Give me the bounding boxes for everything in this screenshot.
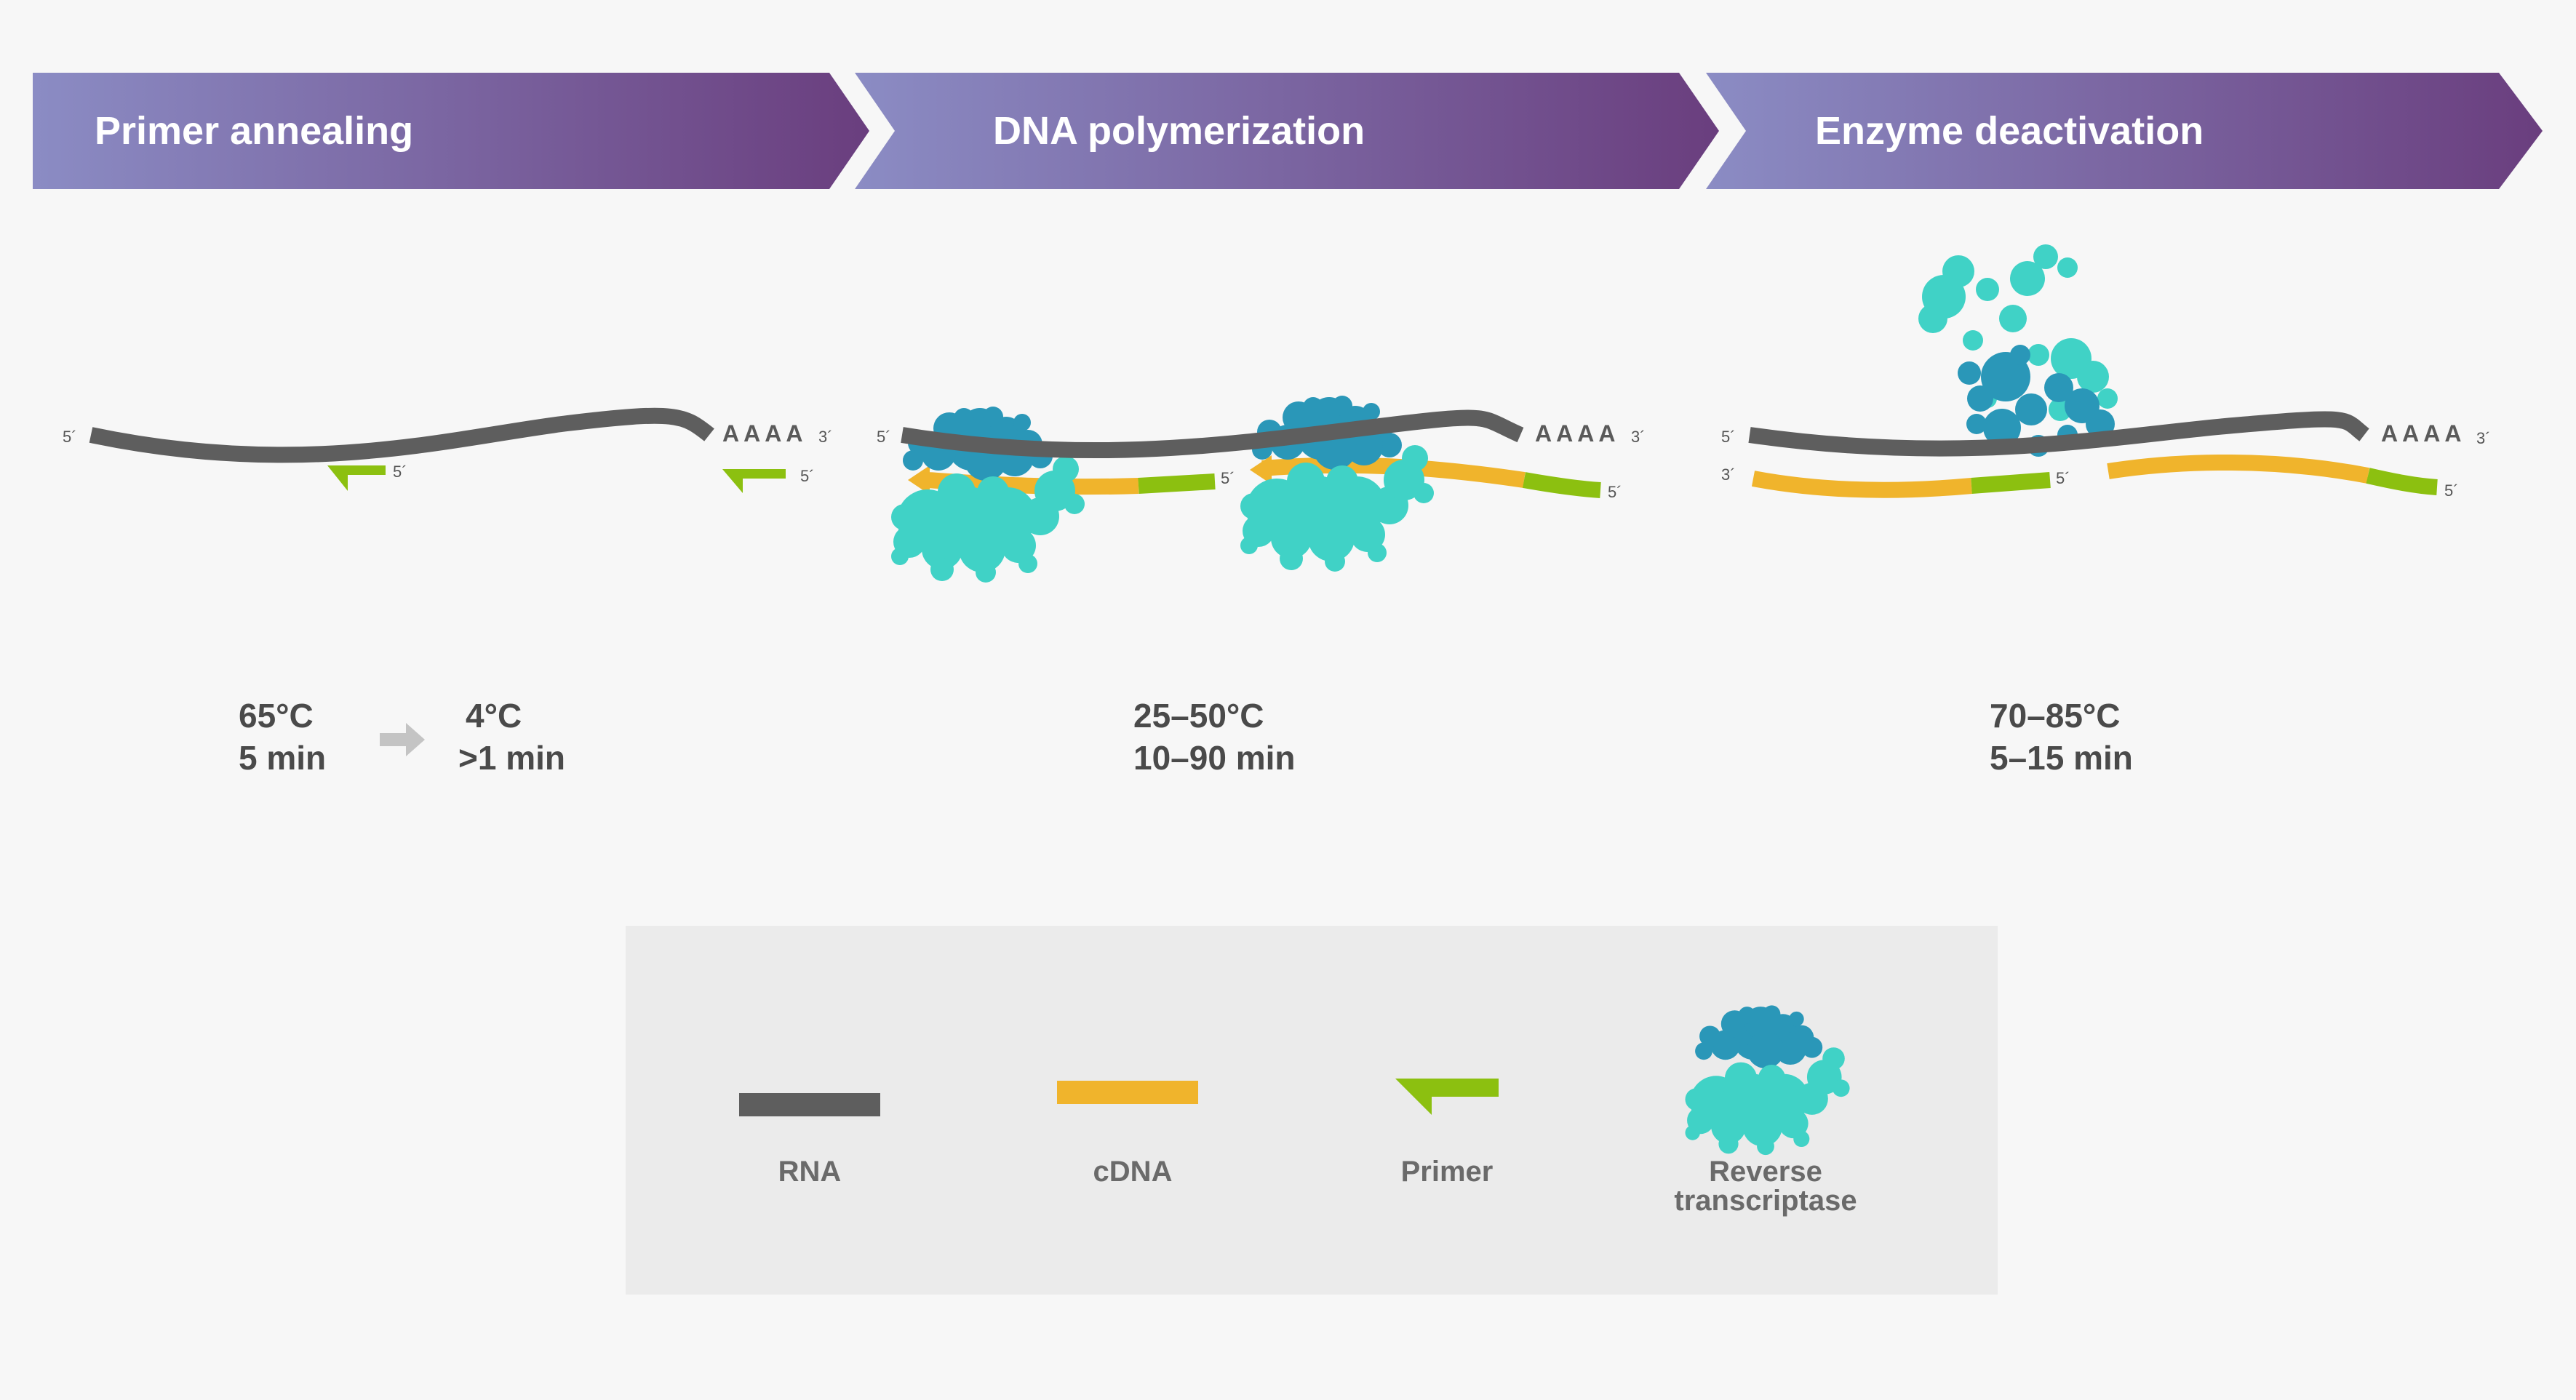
step-1-time-a: 5 min xyxy=(239,739,326,777)
cdna-strand-3b xyxy=(2107,454,2370,484)
step-1-temp-b: 4°C xyxy=(466,697,522,735)
cdna-arrowhead-right xyxy=(1250,455,1272,484)
rna2-3prime-label: 3´ xyxy=(1631,428,1646,446)
step-banners: Primer annealing DNA polymerization Enzy… xyxy=(33,73,2543,189)
legend: RNA cDNA Primer Reverse transcriptase xyxy=(626,926,1998,1295)
step-2-temp: 25–50°C xyxy=(1133,697,1264,735)
step-3-title: Enzyme deactivation xyxy=(1815,109,2204,153)
legend-cdna-swatch xyxy=(1057,1081,1198,1104)
step-3-time: 5–15 min xyxy=(1990,739,2133,777)
cdna-primer-3a xyxy=(1971,472,2051,494)
poly-a-tail: AAAA xyxy=(722,420,807,447)
rna2-5prime-label: 5´ xyxy=(877,428,891,446)
cdna-arrowhead-left xyxy=(908,465,930,495)
legend-primer-label: Primer xyxy=(1401,1156,1494,1188)
cdna-strand-3a xyxy=(1751,471,1972,498)
rna-strand-2 xyxy=(901,409,1524,459)
primer-annealed xyxy=(722,469,786,493)
step-1-temp-a: 65°C xyxy=(239,697,314,735)
cdna-left-5prime: 5´ xyxy=(1221,469,1235,487)
panel-enzyme-deactivation: 5´ AAAA 3´ 3´ 5´ 5´ xyxy=(1721,244,2491,500)
deactivated-enzyme xyxy=(1918,244,2118,457)
legend-rna-label: RNA xyxy=(778,1156,842,1188)
rna-strand xyxy=(89,407,714,463)
poly-a-tail-3: AAAA xyxy=(2381,420,2465,447)
banner-enzyme-deactivation xyxy=(1706,73,2543,189)
cdna-primer-3b xyxy=(2366,468,2438,495)
legend-cdna-label: cDNA xyxy=(1093,1156,1173,1188)
legend-primer-icon xyxy=(1395,1079,1499,1115)
step-1-title: Primer annealing xyxy=(95,109,413,153)
panel-primer-annealing: 5´ AAAA 3´ 5´ 5´ xyxy=(63,407,833,493)
step-3-temp: 70–85°C xyxy=(1990,697,2121,735)
rna3-3prime-label: 3´ xyxy=(2476,429,2491,447)
step-2-time: 10–90 min xyxy=(1133,739,1295,777)
step-1-time-b: >1 min xyxy=(458,739,565,777)
rna-5prime-label: 5´ xyxy=(63,428,77,446)
primer-annealed-5prime: 5´ xyxy=(800,467,815,485)
poly-a-tail-2: AAAA xyxy=(1535,420,1619,447)
legend-enzyme-label-line1: Reverse xyxy=(1709,1156,1822,1188)
cdna-primer-left xyxy=(1138,473,1216,494)
step-2-title: DNA polymerization xyxy=(993,109,1365,153)
transition-arrow-icon xyxy=(380,723,425,756)
legend-rna-swatch xyxy=(739,1093,880,1116)
cdna3b-5prime: 5´ xyxy=(2444,481,2459,500)
reaction-conditions: 65°C 5 min 4°C >1 min 25–50°C 10–90 min … xyxy=(239,697,2133,777)
cdna3a-5prime: 5´ xyxy=(2056,469,2070,487)
banner-primer-annealing xyxy=(33,73,869,189)
banner-dna-polymerization xyxy=(855,73,1719,189)
primer-free-5prime: 5´ xyxy=(393,463,407,481)
cdna-primer-right xyxy=(1523,472,1601,498)
cdna3-3prime-label: 3´ xyxy=(1721,465,1736,484)
cdna-right-5prime: 5´ xyxy=(1608,483,1622,501)
primer-free xyxy=(327,465,386,491)
rna3-5prime-label: 5´ xyxy=(1721,428,1736,446)
legend-enzyme-label-line2: transcriptase xyxy=(1674,1185,1857,1217)
panel-dna-polymerization: 5´ 5´ 5´ AAAA 3´ xyxy=(877,396,1646,583)
rna-3prime-label: 3´ xyxy=(818,428,833,446)
rna-strand-3 xyxy=(1748,411,2369,457)
